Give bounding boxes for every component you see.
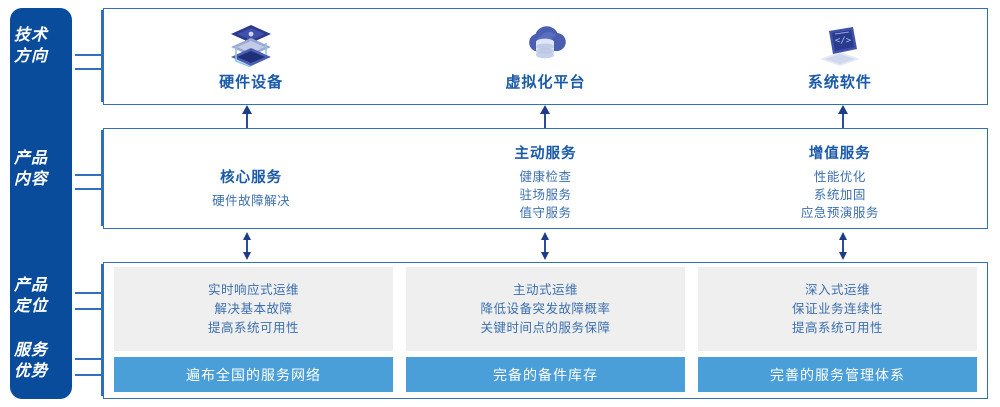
bracket-vertical bbox=[101, 130, 103, 226]
svg-text:</>: </> bbox=[835, 36, 852, 46]
arrow-bidir-proactive bbox=[538, 232, 552, 260]
bracket-arm-upper bbox=[75, 54, 103, 56]
server-stack-icon bbox=[224, 21, 278, 68]
positioning-card-1[interactable]: 实时响应式运维 解决基本故障 提高系统可用性 bbox=[114, 267, 393, 351]
sidebar bbox=[10, 8, 72, 399]
product-item: 健康检查 bbox=[519, 170, 572, 184]
advantage-bar-2[interactable]: 完备的备件库存 bbox=[406, 357, 685, 392]
product-item: 系统加固 bbox=[813, 188, 866, 202]
panel-tech-direction: 硬件设备 虚拟化平台 bbox=[103, 8, 988, 105]
tech-column-system-software[interactable]: </> 系统软件 bbox=[693, 9, 987, 104]
bracket-arm-pos-lower bbox=[75, 308, 103, 310]
product-item: 硬件故障解决 bbox=[212, 194, 291, 208]
tech-column-hardware[interactable]: 硬件设备 bbox=[104, 9, 398, 104]
product-item: 应急预演服务 bbox=[800, 206, 879, 220]
product-item: 驻场服务 bbox=[519, 188, 572, 202]
product-title-proactive: 主动服务 bbox=[514, 146, 577, 162]
product-column-core[interactable]: 核心服务 硬件故障解决 bbox=[104, 142, 398, 228]
panel-product-content: 核心服务 硬件故障解决 主动服务 健康检查 驻场服务 值守服务 增值服务 性能优… bbox=[103, 128, 988, 229]
positioning-line: 实时响应式运维 bbox=[207, 282, 299, 297]
cloud-database-icon bbox=[518, 21, 572, 67]
product-item: 性能优化 bbox=[813, 170, 866, 184]
advantage-bar-1[interactable]: 遍布全国的服务网络 bbox=[114, 357, 393, 392]
arrow-up-system-software bbox=[836, 105, 850, 128]
bracket-arm-adv-upper bbox=[75, 358, 103, 360]
bracket-arm-adv-lower bbox=[75, 374, 103, 376]
bracket-arm-lower bbox=[75, 188, 103, 190]
advantage-bar-3[interactable]: 完善的服务管理体系 bbox=[698, 357, 977, 392]
arrow-bidir-core bbox=[240, 232, 254, 260]
bracket-vertical bbox=[101, 10, 103, 102]
tech-label-virtualization: 虚拟化平台 bbox=[505, 74, 586, 91]
bottom-column-1: 实时响应式运维 解决基本故障 提高系统可用性 遍布全国的服务网络 bbox=[114, 267, 393, 392]
tech-label-system-software: 系统软件 bbox=[807, 74, 872, 91]
bottom-column-2: 主动式运维 降低设备突发故障概率 关键时间点的服务保障 完备的备件库存 bbox=[406, 267, 685, 392]
product-item: 值守服务 bbox=[519, 206, 572, 220]
arrow-up-hardware bbox=[240, 105, 254, 128]
bottom-column-3: 深入式运维 保证业务连续性 提高系统可用性 完善的服务管理体系 bbox=[698, 267, 977, 392]
positioning-line: 主动式运维 bbox=[512, 282, 578, 297]
laptop-code-icon: </> bbox=[813, 21, 867, 67]
product-column-proactive[interactable]: 主动服务 健康检查 驻场服务 值守服务 bbox=[398, 142, 692, 228]
sidebar-label-service-advantage: 服务 优势 bbox=[13, 342, 48, 380]
positioning-line: 深入式运维 bbox=[804, 282, 870, 297]
product-title-core: 核心服务 bbox=[220, 170, 283, 186]
positioning-line: 保证业务连续性 bbox=[791, 301, 883, 316]
positioning-line: 降低设备突发故障概率 bbox=[480, 301, 611, 316]
product-column-value-added[interactable]: 增值服务 性能优化 系统加固 应急预演服务 bbox=[693, 142, 987, 228]
positioning-card-2[interactable]: 主动式运维 降低设备突发故障概率 关键时间点的服务保障 bbox=[406, 267, 685, 351]
panel-positioning-advantage: 实时响应式运维 解决基本故障 提高系统可用性 遍布全国的服务网络 主动式运维 降… bbox=[103, 262, 988, 399]
bracket-arm-upper bbox=[75, 174, 103, 176]
sidebar-label-product-position: 产品 定位 bbox=[13, 277, 48, 315]
sidebar-label-product-content: 产品 内容 bbox=[13, 150, 48, 188]
tech-label-hardware: 硬件设备 bbox=[219, 74, 284, 91]
tech-column-virtualization[interactable]: 虚拟化平台 bbox=[398, 9, 692, 104]
bracket-arm-pos-upper bbox=[75, 292, 103, 294]
bracket-arm-lower bbox=[75, 68, 103, 70]
sidebar-label-tech-direction: 技术 方向 bbox=[13, 27, 48, 65]
positioning-line: 提高系统可用性 bbox=[791, 320, 883, 335]
positioning-line: 提高系统可用性 bbox=[207, 320, 299, 335]
positioning-line: 关键时间点的服务保障 bbox=[480, 320, 611, 335]
product-title-value-added: 增值服务 bbox=[808, 146, 871, 162]
positioning-card-3[interactable]: 深入式运维 保证业务连续性 提高系统可用性 bbox=[698, 267, 977, 351]
bracket-vertical bbox=[101, 264, 103, 396]
positioning-line: 解决基本故障 bbox=[214, 301, 293, 316]
arrow-bidir-value-added bbox=[836, 232, 850, 260]
arrow-up-virtualization bbox=[538, 105, 552, 128]
